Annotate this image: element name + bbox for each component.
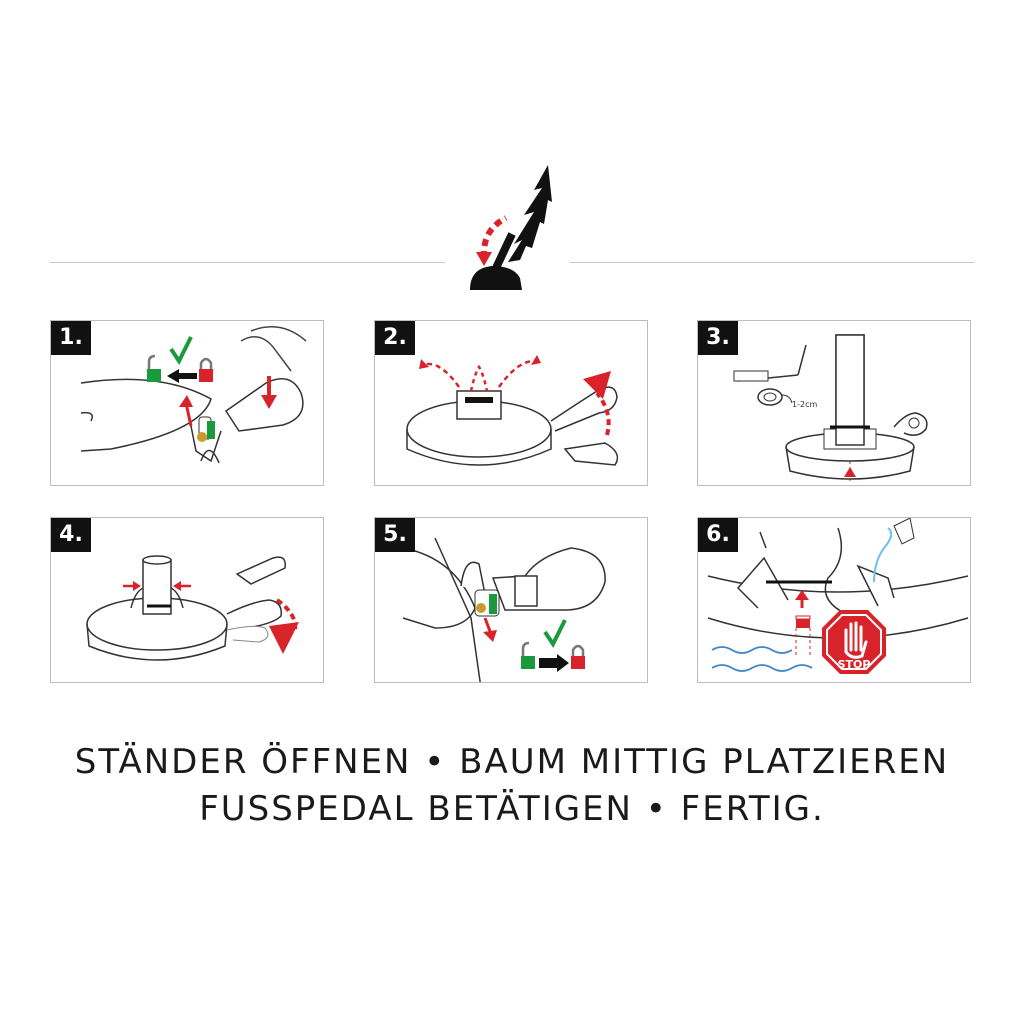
- saw-icon: [733, 344, 807, 382]
- tree-icon: [508, 165, 552, 262]
- step-panel-6: 6. STOP: [697, 517, 971, 683]
- lock-open-icon: [147, 354, 161, 382]
- tree-logo-icon: [470, 165, 552, 290]
- step-number: 1.: [51, 321, 91, 355]
- step-number: 4.: [51, 518, 91, 552]
- measure-label: 1-2cm: [792, 400, 817, 409]
- lock-closed-icon: [571, 644, 585, 669]
- step-panel-5: 5.: [374, 517, 648, 683]
- step-panel-1: 1.: [50, 320, 324, 486]
- header-divider-right: [570, 262, 974, 263]
- step-number: 6.: [698, 518, 738, 552]
- lock-closed-icon: [199, 357, 213, 382]
- header-divider-left: [50, 262, 445, 263]
- checkmark-icon: [543, 619, 567, 648]
- checkmark-icon: [169, 336, 193, 365]
- caption-line-1: STÄNDER ÖFFNEN • BAUM MITTIG PLATZIEREN: [74, 742, 950, 782]
- lock-open-icon: [521, 641, 535, 669]
- step-number: 5.: [375, 518, 415, 552]
- step-panel-2: 2.: [374, 320, 648, 486]
- hand-icon: [844, 621, 868, 659]
- caption-line-2: FUSSPEDAL BETÄTIGEN • FERTIG.: [199, 789, 825, 829]
- step-panel-3: 3. 1-2cm: [697, 320, 971, 486]
- stand-icon: [470, 266, 522, 290]
- stop-label: STOP: [838, 658, 871, 671]
- stop-sign-icon: STOP: [822, 610, 886, 674]
- step-panel-4: 4.: [50, 517, 324, 683]
- water-waves-icon: [711, 646, 813, 672]
- step-number: 2.: [375, 321, 415, 355]
- step-number: 3.: [698, 321, 738, 355]
